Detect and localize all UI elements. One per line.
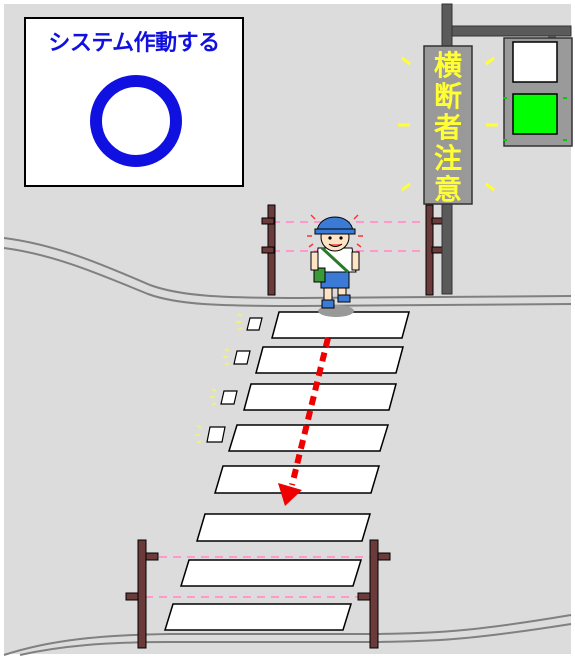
curb-line-lower-inner — [19, 623, 572, 656]
zebra-stripe — [179, 559, 363, 587]
status-title: システム作動する — [48, 31, 220, 56]
zebra-stripe — [271, 311, 410, 339]
sign-char: 横 — [433, 49, 462, 82]
curb-line-lower — [3, 614, 572, 656]
warning-sign-board — [398, 45, 498, 205]
signal-lamp-off — [512, 41, 558, 83]
sensor-posts-upper — [261, 204, 445, 296]
sensor-posts-lower — [125, 539, 391, 649]
curb-line-upper-inner — [3, 247, 572, 308]
zebra-stripe — [243, 383, 397, 411]
sign-char: 意 — [433, 173, 462, 206]
sign-char: 注 — [433, 142, 462, 175]
walking-direction-arrow-icon — [278, 337, 331, 506]
signal-lamp-green — [512, 93, 558, 135]
zebra-stripe — [163, 603, 353, 631]
footprint-icon — [195, 313, 263, 444]
pedestrian-child-icon — [307, 214, 363, 317]
circle-ok-icon — [90, 75, 182, 167]
sensor-post — [137, 539, 147, 649]
zebra-stripe — [227, 424, 390, 452]
zebra-stripe — [195, 513, 372, 542]
zebra-crossing — [163, 311, 410, 631]
sensor-post — [369, 539, 379, 649]
zebra-stripe — [213, 465, 381, 494]
warning-sign-text: 横 断 者 注 意 — [426, 52, 470, 204]
flash-rays — [398, 56, 498, 192]
zebra-stripe — [255, 346, 404, 374]
sign-char: 断 — [433, 80, 462, 113]
system-status-panel: システム作動する — [24, 17, 244, 187]
curb-line-upper — [3, 237, 572, 300]
sign-char: 者 — [433, 111, 462, 144]
